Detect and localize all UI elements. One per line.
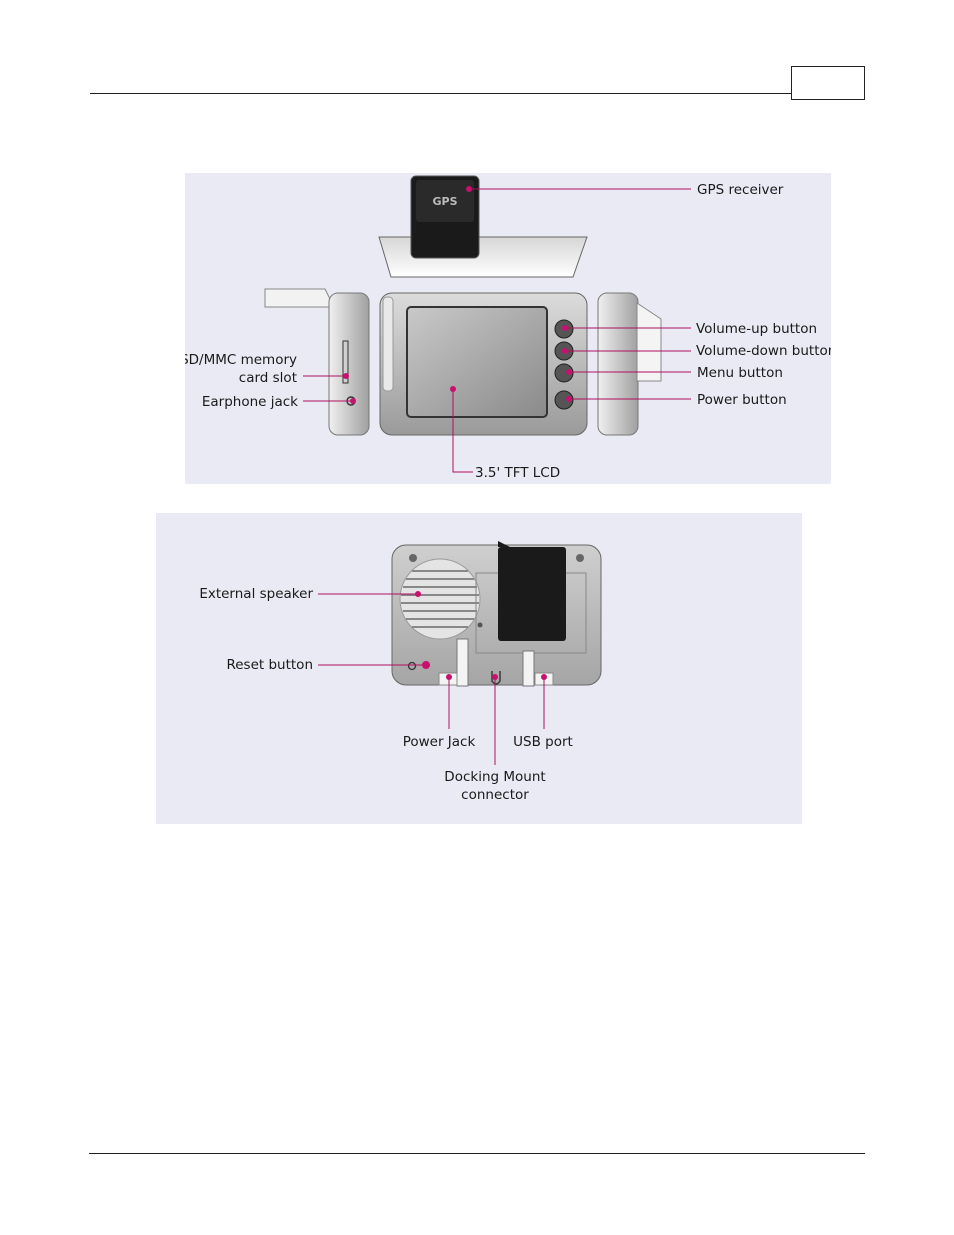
- header-rule: [90, 93, 792, 94]
- label-menu-button: Menu button: [697, 365, 783, 381]
- label-volume-down-button: Volume-down button: [696, 343, 831, 359]
- label-reset-button: Reset button: [226, 657, 313, 673]
- label-sd-mmc-slot-line2: card slot: [239, 370, 297, 386]
- label-tft-lcd: 3.5' TFT LCD: [475, 465, 560, 481]
- device-left-side: [264, 288, 370, 436]
- label-earphone-jack: Earphone jack: [202, 394, 298, 410]
- label-docking-mount-line2: connector: [461, 787, 529, 803]
- label-docking-mount-line1: Docking Mount: [444, 769, 545, 785]
- footer-rule: [89, 1153, 865, 1154]
- label-power-button: Power button: [697, 392, 787, 408]
- back-callout-dots: [415, 591, 547, 680]
- device-back-figure: External speaker Reset button Power Jack…: [156, 513, 802, 824]
- page-number-box: [791, 66, 865, 100]
- back-callout-lines: [318, 593, 545, 765]
- label-gps-receiver: GPS receiver: [697, 182, 784, 198]
- front-callout-lines: [303, 188, 691, 473]
- device-front-drawing: GPS: [185, 175, 831, 481]
- label-external-speaker: External speaker: [199, 586, 313, 602]
- device-front-view: [379, 292, 588, 436]
- front-callout-dots: [343, 186, 572, 404]
- device-back-view: [391, 541, 602, 687]
- label-power-jack: Power Jack: [403, 734, 476, 750]
- gps-receiver-module: GPS: [378, 175, 588, 278]
- device-right-side: [597, 292, 662, 436]
- label-sd-mmc-slot-line1: SD/MMC memory: [185, 352, 297, 368]
- label-usb-port: USB port: [513, 734, 573, 750]
- device-back-drawing: External speaker Reset button Power Jack…: [199, 541, 602, 803]
- speaker-grille: [401, 570, 479, 628]
- device-front-figure: GPS: [185, 173, 831, 484]
- label-volume-up-button: Volume-up button: [696, 321, 817, 337]
- gps-logo: GPS: [432, 195, 457, 208]
